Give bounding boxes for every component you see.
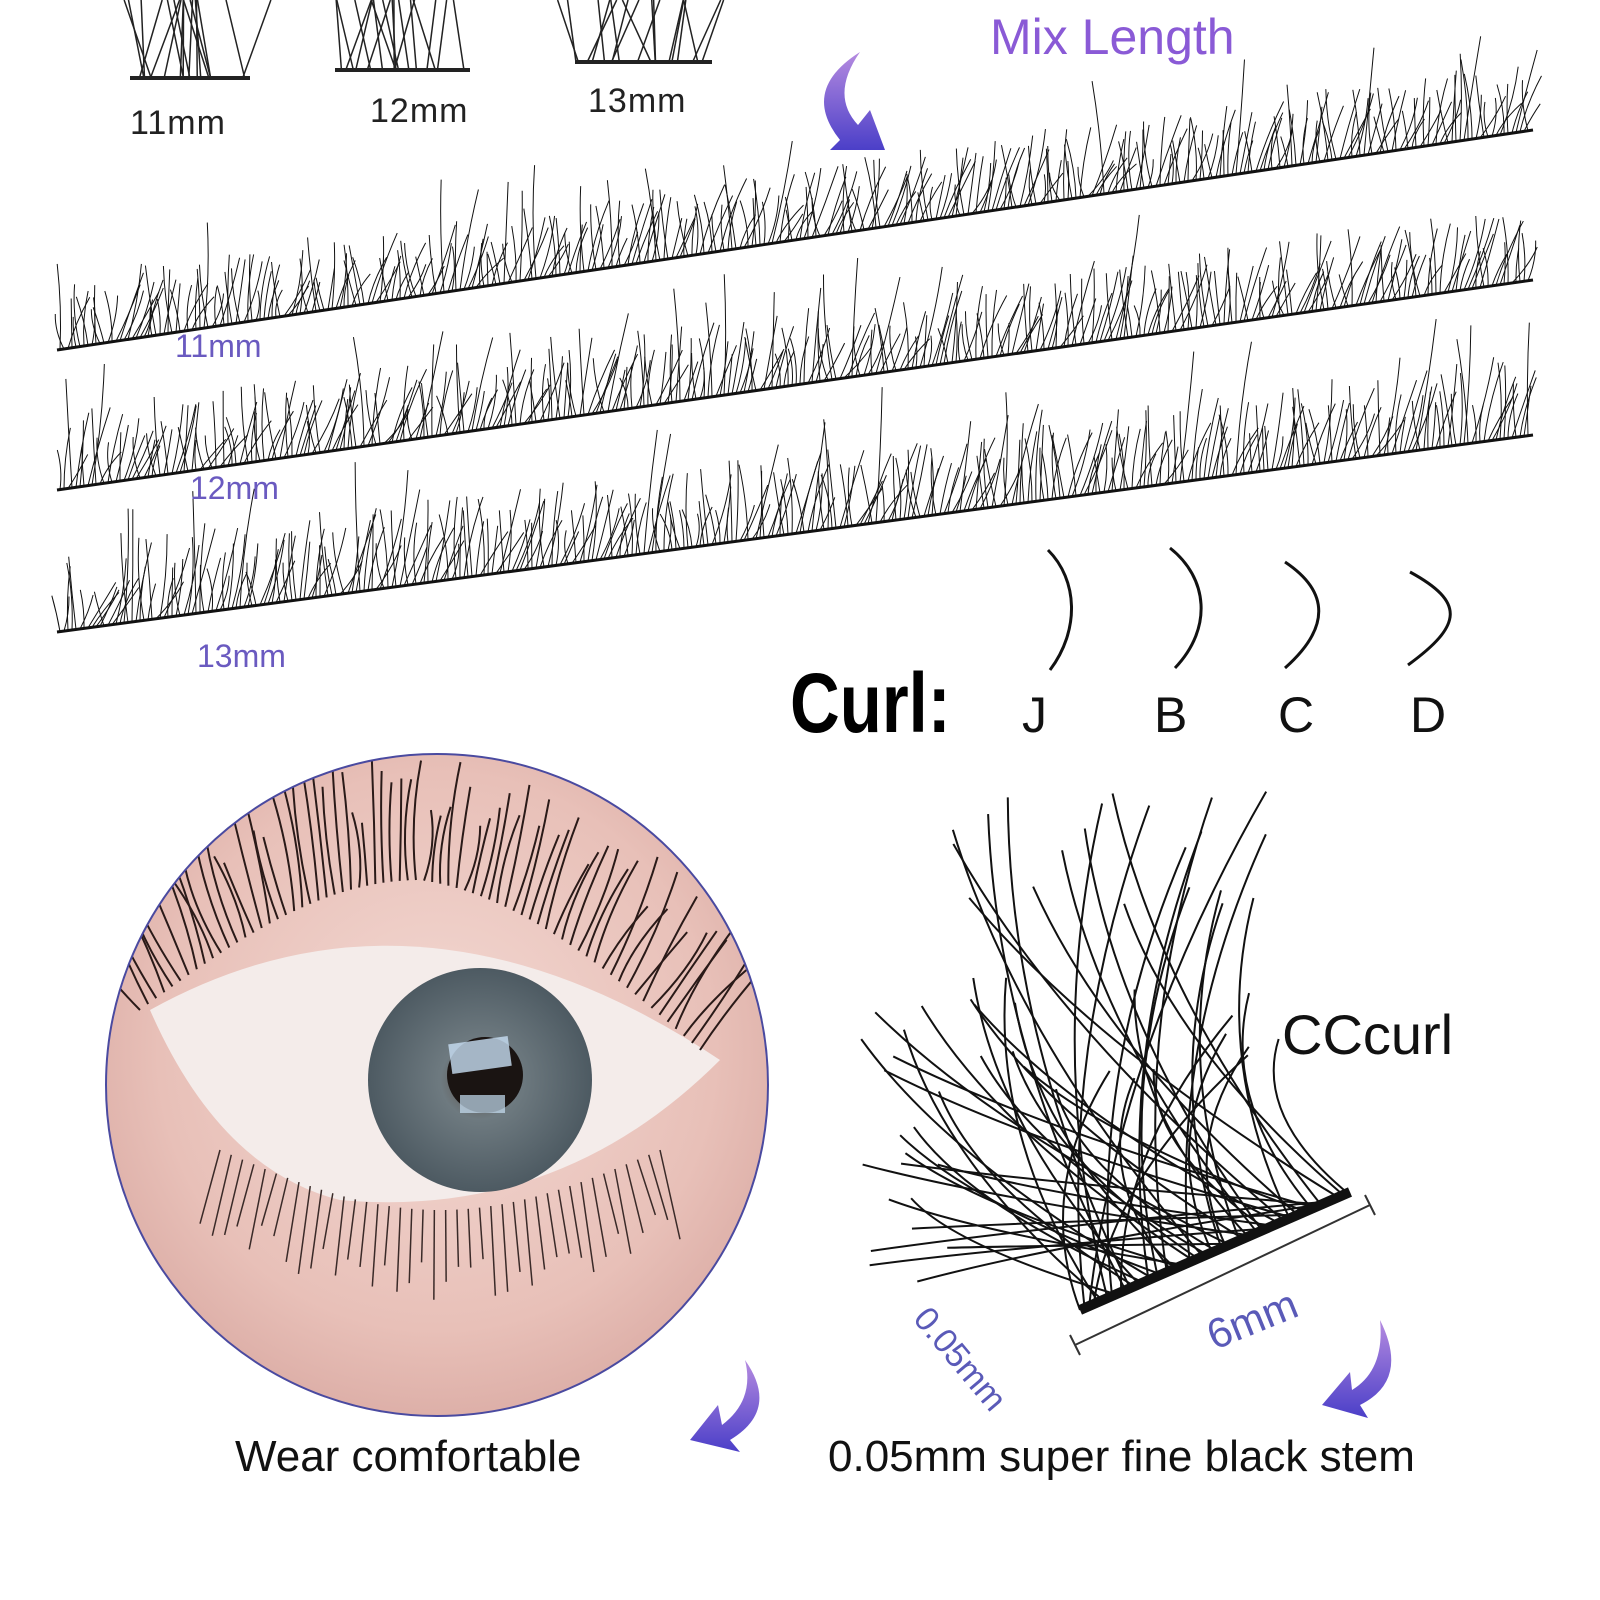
- cc-curl-label: CCcurl: [1282, 1003, 1454, 1066]
- curl-diagrams: [1046, 546, 1452, 671]
- arrow-icon: [690, 52, 1392, 1452]
- tray-label-11mm: 11mm: [130, 104, 226, 142]
- lash-cluster: [860, 791, 1353, 1315]
- tray-label-12mm: 12mm: [370, 92, 469, 130]
- eye-circle-border: [105, 753, 769, 1417]
- width-dimension-line: [1069, 1194, 1376, 1356]
- lash-strips: [51, 36, 1542, 634]
- tray-label-13mm: 13mm: [588, 82, 687, 120]
- curl-title: Curl:: [790, 656, 951, 750]
- mix-length-title: Mix Length: [990, 9, 1235, 65]
- strip-label-11mm: 11mm: [175, 328, 262, 364]
- strip-label-13mm: 13mm: [197, 638, 286, 674]
- caption-wear-comfortable: Wear comfortable: [235, 1432, 582, 1481]
- curl-j: J: [1022, 687, 1047, 743]
- curl-d: D: [1410, 687, 1447, 743]
- curl-c: C: [1278, 687, 1315, 743]
- strip-label-12mm: 12mm: [190, 470, 279, 506]
- lash-trays: [123, 0, 725, 80]
- curl-b: B: [1154, 687, 1188, 743]
- caption-fine-stem: 0.05mm super fine black stem: [828, 1432, 1415, 1481]
- eye-photo: [106, 754, 768, 1416]
